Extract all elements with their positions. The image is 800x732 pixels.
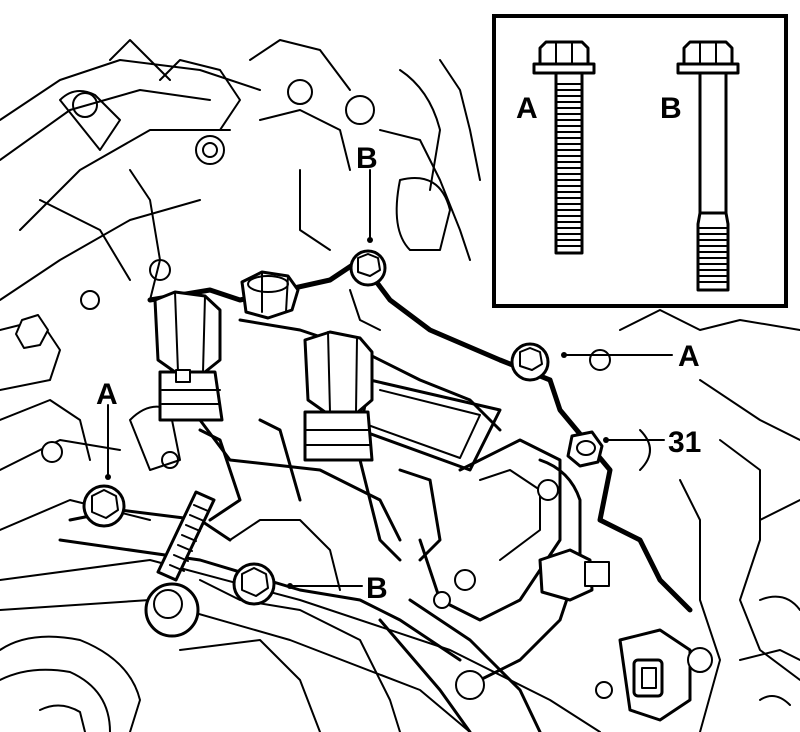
callout-31: 31 [668,426,701,459]
bolt-left-a [82,484,126,528]
callout-top-b: B [356,142,378,175]
callout-bottom-b: B [366,572,388,605]
injector-left [153,290,224,422]
cylinder-head-assembly [58,257,693,732]
oil-filler-cap [240,270,300,320]
callout-right-a: A [678,340,700,373]
threaded-stud [156,490,216,582]
leader-lines [105,169,673,589]
injector-right [303,330,374,462]
callouts: B A A 31 B [96,142,701,605]
sensor-connector [618,628,713,722]
pipe-fitting [538,548,610,602]
inset-frame [492,14,788,308]
dowel-31 [566,430,604,468]
bolt-b-illustration [676,40,740,292]
bolt-a-illustration [532,40,596,255]
small-fasteners [41,79,613,700]
inset-label-b: B [660,92,682,125]
bolt-bottom-b [232,562,276,606]
bolt-inset: A B [492,14,788,308]
bolt-right-a [510,342,550,382]
engine-block-background [0,39,800,732]
inset-label-a: A [516,92,538,125]
bolt-top-b [349,249,387,331]
bolt-lower-left [144,582,200,638]
callout-left-a: A [96,378,118,411]
